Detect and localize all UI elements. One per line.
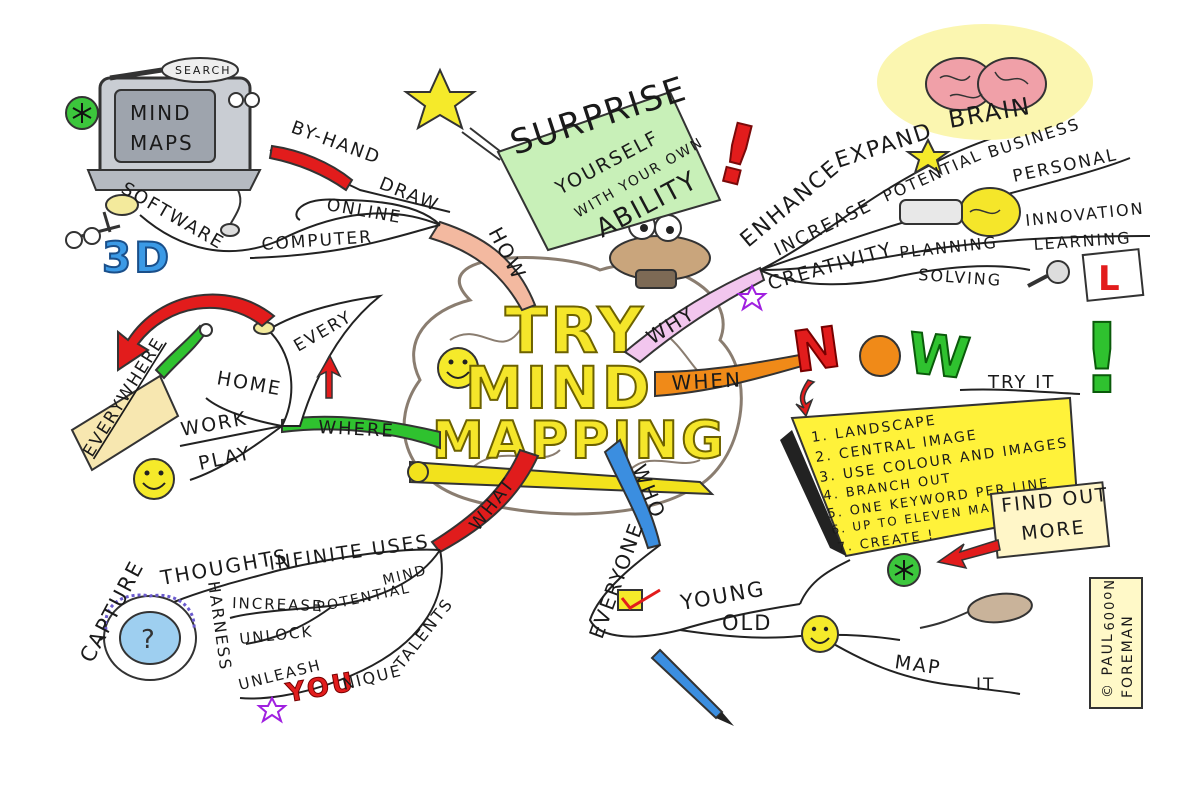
search-magnifier-icon <box>109 57 239 83</box>
innovation-label: INNOVATION <box>1024 199 1145 230</box>
everyone-label: EVERYONE <box>584 519 648 642</box>
title-mapping: MAPPING <box>432 411 727 471</box>
every-branch-shape <box>266 294 384 427</box>
talents-label: TALENTS <box>390 594 458 673</box>
smiley-face-icon-2 <box>133 458 175 500</box>
branch-why-shape <box>623 266 766 364</box>
brain-fold <box>449 329 721 471</box>
green-marker-icon <box>154 324 208 380</box>
red-arrow-left-icon <box>936 539 1001 570</box>
branch-how-shape <box>428 220 537 312</box>
red-marker-icon <box>268 144 354 192</box>
learner-plate-letter: L <box>1098 259 1123 299</box>
small-star-icon <box>904 137 952 176</box>
branch-where-label: WHERE <box>318 417 396 442</box>
play-label: PLAY <box>196 442 253 475</box>
title-mind: MIND <box>465 354 653 422</box>
red-arrow-down-icon <box>795 379 816 418</box>
branch-when-label: WHEN <box>671 367 743 395</box>
learner-plate-icon: L <box>1081 248 1145 302</box>
map-label: MAP <box>893 651 942 679</box>
branch-why-label: WHY <box>642 301 700 349</box>
signature-author-1: © PAUL <box>1100 632 1116 698</box>
blue-pen-icon <box>650 648 734 726</box>
branch-who-shape <box>603 438 662 550</box>
purple-star-icon-2 <box>256 695 288 724</box>
screen-text-maps: MAPS <box>130 131 194 155</box>
planning-label: PLANNING <box>898 233 998 262</box>
signature-box: No009 © PAUL FOREMAN <box>1089 577 1143 709</box>
branch-how: HOW <box>428 220 537 312</box>
computer-label: COMPUTER <box>261 227 374 255</box>
unlock-label: UNLOCK <box>239 622 315 648</box>
work-label: WORK <box>179 408 249 441</box>
computer-icon <box>86 76 262 237</box>
3d-label: 3D <box>102 233 172 282</box>
now-letter-w: W <box>905 321 976 392</box>
question-head-icon: ? <box>103 593 197 681</box>
find-out-more-box[interactable] <box>989 481 1111 559</box>
solving-label: SOLVING <box>918 265 1003 290</box>
learning-label: LEARNING <box>1033 228 1132 254</box>
smiley-face-icon-3 <box>801 615 839 653</box>
star-icon <box>402 67 478 131</box>
branch-when-shape <box>654 353 804 398</box>
branch-when: WHEN <box>654 353 804 398</box>
3d-glasses-icon <box>65 194 139 249</box>
it-label: IT <box>976 675 995 695</box>
how-subtopics: MIND MAPS SEARCH 3D BY-HAND DRAW ONLINE … <box>65 57 451 283</box>
branch-where: WHERE <box>281 415 441 450</box>
surprise-exclaim: ! <box>707 105 769 207</box>
now-exclaim: ! <box>1080 303 1127 415</box>
surprise-note: SURPRISE YOURSELF WITH YOUR OWN ABILITY … <box>402 67 770 252</box>
when-subtopics: N W TRY IT ! 1. LANDSCAPE 2. CENTRAL IMA… <box>780 302 1127 587</box>
computer-mouse-icon <box>919 592 1033 629</box>
smiley-face-icon <box>437 347 479 389</box>
signature-author-2: FOREMAN <box>1120 614 1136 698</box>
where-subtopics: EVERY EVERYWHERE HOME WORK PLAY <box>70 293 384 500</box>
increase-what-label: INCREASE <box>232 594 324 615</box>
what-subtopics: ? CAPTURE THOUGHTS INFINITE USES HARNESS… <box>75 531 458 724</box>
now-orange-o-icon <box>859 335 901 377</box>
checkbox-icon <box>617 588 661 611</box>
old-label: OLD <box>722 611 772 635</box>
light-bulb-icon <box>899 187 1021 237</box>
now-letter-n: N <box>789 315 847 386</box>
try-it-label: TRY IT <box>987 372 1055 393</box>
screen-text-mind: MIND <box>130 101 192 125</box>
potential-what-label: POTENTIAL <box>316 580 413 615</box>
personal-label: PERSONAL <box>1011 145 1120 187</box>
search-label: SEARCH <box>175 64 232 77</box>
surprise-note-paper <box>496 90 722 252</box>
central-topic: TRY MIND MAPPING <box>402 212 743 516</box>
red-curved-arrow-icon <box>117 293 276 372</box>
green-asterisk-icon-2 <box>887 553 921 587</box>
branch-where-shape <box>281 415 441 450</box>
why-subtopics: L ENHANCE EXPAND BRAIN INCREASE POTENTIA… <box>736 24 1151 312</box>
branch-what-shape <box>430 448 540 554</box>
signature-number: No009 <box>1100 580 1115 633</box>
red-arrow-up-icon <box>316 354 342 399</box>
purple-star-icon <box>736 283 768 312</box>
young-label: YOUNG <box>678 576 767 615</box>
green-asterisk-icon <box>65 96 99 130</box>
everywhere-sign <box>70 374 180 472</box>
svg-text:?: ? <box>141 625 155 655</box>
home-label: HOME <box>215 367 283 400</box>
harness-label: HARNESS <box>204 580 235 672</box>
magnifier-icon <box>1027 260 1070 288</box>
brain-icon <box>877 24 1093 140</box>
